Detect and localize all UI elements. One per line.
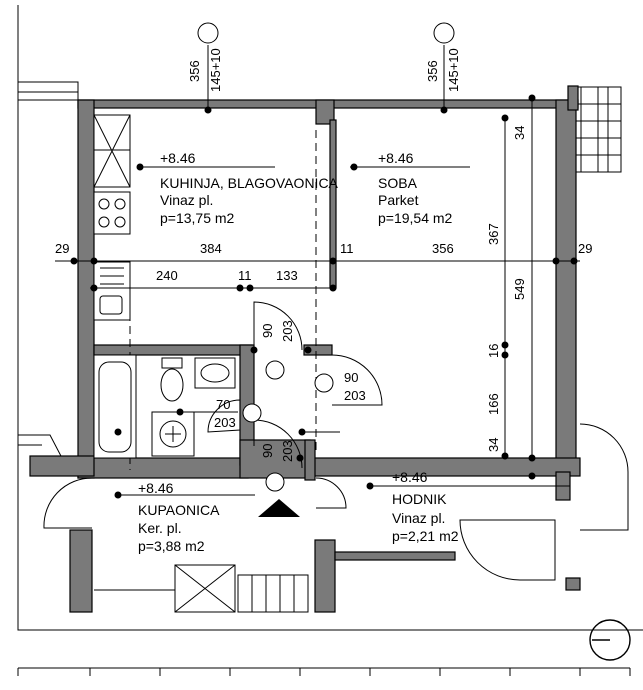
bathroom-area: p=3,88 m2 — [138, 538, 205, 554]
kitchen-level: +8.46 — [160, 150, 196, 166]
dimension-lines — [55, 45, 580, 496]
bathroom-floor: Ker. pl. — [138, 520, 182, 536]
kitchen-fixtures — [93, 114, 131, 321]
scale-bar — [17, 667, 631, 676]
left-window-height: 145+10 — [208, 48, 223, 92]
dim-v-367: 367 — [486, 223, 501, 245]
bathtub-icon — [93, 354, 137, 459]
right-window-height: 145+10 — [446, 48, 461, 92]
room-level: +8.46 — [378, 150, 414, 166]
dim-v-34-top: 34 — [512, 126, 527, 140]
hallway-area: p=2,21 m2 — [392, 528, 459, 544]
dim-240: 240 — [156, 268, 178, 283]
dim-wall-right: 29 — [578, 241, 592, 256]
right-balcony-grid — [571, 86, 622, 173]
left-balcony — [17, 81, 79, 459]
north-arrow-icon — [589, 619, 631, 661]
bathroom-level: +8.46 — [138, 480, 174, 496]
dim-partition: 11 — [340, 241, 354, 256]
dim-room-width: 356 — [432, 241, 454, 256]
reference-circles — [197, 22, 455, 492]
door4-height: 203 — [280, 440, 295, 462]
dim-v-16: 16 — [486, 344, 501, 358]
hallway-level: +8.46 — [392, 469, 428, 485]
door4-width: 90 — [260, 444, 275, 458]
bathroom-fixtures — [93, 354, 236, 459]
dim-v-549: 549 — [512, 278, 527, 300]
dim-11: 11 — [238, 268, 252, 283]
toilet-icon — [160, 357, 184, 402]
door1-height: 203 — [280, 320, 295, 342]
dimension-points — [70, 94, 578, 499]
bottom-stairs — [94, 564, 309, 613]
door3-width: 70 — [216, 397, 230, 412]
sink-icon — [194, 357, 236, 389]
kitchen-area: p=13,75 m2 — [160, 210, 235, 226]
entrance-arrow-icon — [258, 499, 300, 517]
kitchen-name: KUHINJA, BLAGOVAONICA — [160, 175, 339, 191]
door1-width: 90 — [260, 324, 275, 338]
room-floor: Parket — [378, 192, 419, 208]
doors — [43, 301, 629, 581]
room-area: p=19,54 m2 — [378, 210, 453, 226]
dim-133: 133 — [276, 268, 298, 283]
left-window-width: 356 — [187, 60, 202, 82]
kitchen-floor: Vinaz pl. — [160, 192, 213, 208]
door2-height: 203 — [344, 388, 366, 403]
dim-wall-left: 29 — [55, 241, 69, 256]
washing-machine-icon — [151, 411, 195, 457]
bathroom-name: KUPAONICA — [138, 502, 220, 518]
door3-height: 203 — [214, 415, 236, 430]
door2-width: 90 — [344, 370, 358, 385]
stove-icon — [98, 198, 126, 228]
sheet-frame — [17, 5, 643, 631]
hallway-floor: Vinaz pl. — [392, 510, 445, 526]
room-name: SOBA — [378, 175, 418, 191]
dim-v-34-bottom: 34 — [486, 438, 501, 452]
kitchen-sink-icon — [99, 267, 124, 315]
dim-v-166: 166 — [486, 393, 501, 415]
hallway-name: HODNIK — [392, 491, 447, 507]
dim-kitchen-width: 384 — [200, 241, 222, 256]
right-window-width: 356 — [425, 60, 440, 82]
